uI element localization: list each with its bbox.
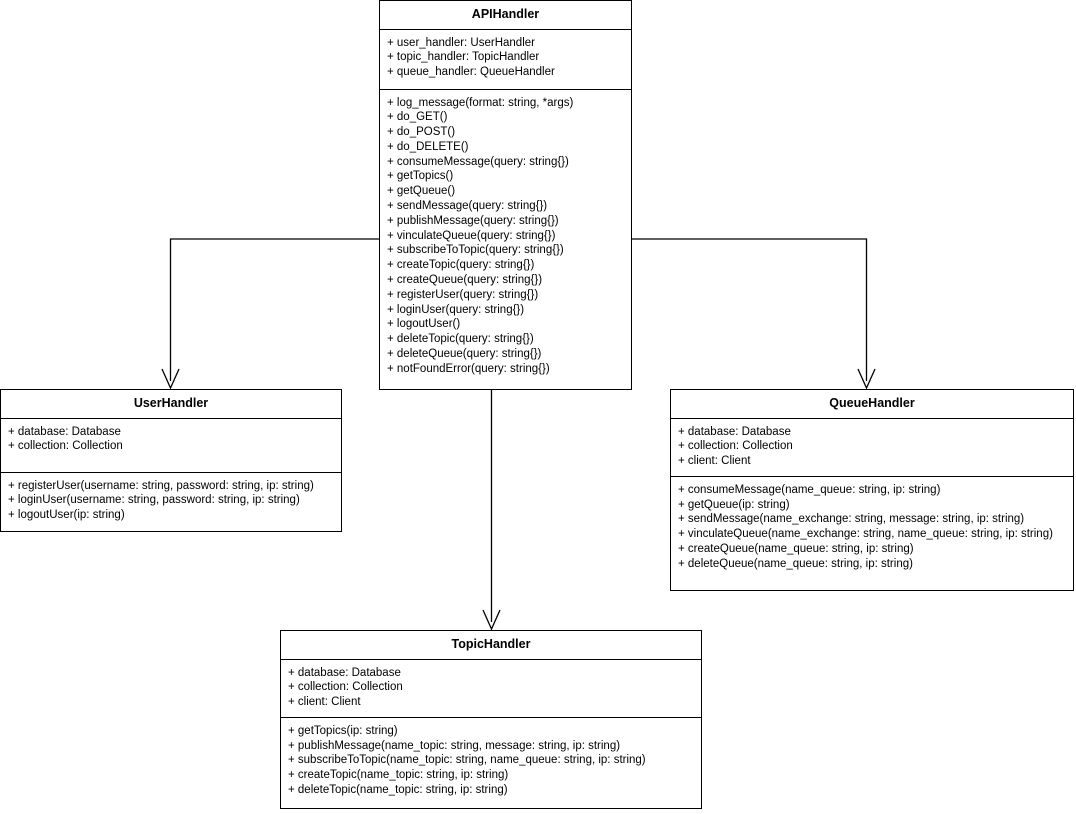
attribute-row: + collection: Collection <box>678 440 793 453</box>
method-row: + logoutUser() <box>387 318 461 331</box>
class-title-queuehandler: QueueHandler <box>671 390 1073 419</box>
method-row: + deleteQueue(query: string{}) <box>387 348 542 361</box>
method-row: + deleteTopic(query: string{}) <box>387 333 534 346</box>
method-row: + consumeMessage(name_queue: string, ip:… <box>678 483 941 496</box>
method-row: + vinculateQueue(query: string{}) <box>387 229 556 242</box>
method-row: + subscribeToTopic(name_topic: string, n… <box>288 754 646 767</box>
method-row: + log_message(format: string, *args) <box>387 96 574 109</box>
class-attributes-queuehandler: + database: Database + collection: Colle… <box>671 419 1073 477</box>
class-methods-queuehandler: + consumeMessage(name_queue: string, ip:… <box>671 477 1073 579</box>
connector-api-to-queue <box>632 238 876 390</box>
method-row: + loginUser(username: string, password: … <box>8 494 300 507</box>
attribute-row: + client: Client <box>678 455 751 468</box>
method-row: + publishMessage(name_topic: string, mes… <box>288 739 621 752</box>
method-row: + createQueue(name_queue: string, ip: st… <box>678 543 914 556</box>
method-row: + logoutUser(ip: string) <box>8 509 125 522</box>
connector-api-to-topic <box>482 390 501 631</box>
attribute-row: + database: Database <box>8 425 121 438</box>
class-box-userhandler[interactable]: UserHandler + database: Database + colle… <box>0 389 342 532</box>
class-methods-userhandler: + registerUser(username: string, passwor… <box>1 473 341 530</box>
class-attributes-topichandler: + database: Database + collection: Colle… <box>281 660 701 718</box>
attribute-row: + topic_handler: TopicHandler <box>387 51 540 64</box>
method-row: + getTopics(ip: string) <box>288 724 398 737</box>
method-row: + createQueue(query: string{}) <box>387 274 543 287</box>
class-methods-apihandler: + log_message(format: string, *args) + d… <box>380 90 631 384</box>
method-row: + getTopics() <box>387 170 454 183</box>
class-title-apihandler: APIHandler <box>380 1 631 30</box>
method-row: + getQueue() <box>387 185 456 198</box>
attribute-row: + database: Database <box>678 425 791 438</box>
attribute-row: + database: Database <box>288 666 401 679</box>
method-row: + getQueue(ip: string) <box>678 498 790 511</box>
attribute-row: + collection: Collection <box>8 440 123 453</box>
method-row: + notFoundError(query: string{}) <box>387 362 550 375</box>
method-row: + do_GET() <box>387 111 448 124</box>
class-box-topichandler[interactable]: TopicHandler + database: Database + coll… <box>280 630 702 809</box>
class-box-apihandler[interactable]: APIHandler + user_handler: UserHandler +… <box>379 0 632 390</box>
method-row: + deleteQueue(name_queue: string, ip: st… <box>678 557 913 570</box>
method-row: + sendMessage(query: string{}) <box>387 200 548 213</box>
method-row: + subscribeToTopic(query: string{}) <box>387 244 564 257</box>
attribute-row: + queue_handler: QueueHandler <box>387 66 555 79</box>
attribute-row: + collection: Collection <box>288 681 403 694</box>
attribute-row: + user_handler: UserHandler <box>387 36 535 49</box>
method-row: + createTopic(name_topic: string, ip: st… <box>288 769 509 782</box>
class-attributes-userhandler: + database: Database + collection: Colle… <box>1 419 341 473</box>
method-row: + deleteTopic(name_topic: string, ip: st… <box>288 784 508 797</box>
method-row: + do_POST() <box>387 126 456 139</box>
method-row: + createTopic(query: string{}) <box>387 259 535 272</box>
method-row: + consumeMessage(query: string{}) <box>387 155 569 168</box>
method-row: + registerUser(username: string, passwor… <box>8 479 314 492</box>
class-box-queuehandler[interactable]: QueueHandler + database: Database + coll… <box>670 389 1074 591</box>
class-title-userhandler: UserHandler <box>1 390 341 419</box>
class-attributes-apihandler: + user_handler: UserHandler + topic_hand… <box>380 30 631 90</box>
class-title-topichandler: TopicHandler <box>281 631 701 660</box>
method-row: + registerUser(query: string{}) <box>387 288 539 301</box>
method-row: + publishMessage(query: string{}) <box>387 214 559 227</box>
attribute-row: + client: Client <box>288 696 361 709</box>
method-row: + do_DELETE() <box>387 140 469 153</box>
connector-api-to-user <box>161 238 379 390</box>
class-methods-topichandler: + getTopics(ip: string) + publishMessage… <box>281 718 701 805</box>
method-row: + vinculateQueue(name_exchange: string, … <box>678 528 1053 541</box>
method-row: + sendMessage(name_exchange: string, mes… <box>678 513 1025 526</box>
method-row: + loginUser(query: string{}) <box>387 303 525 316</box>
